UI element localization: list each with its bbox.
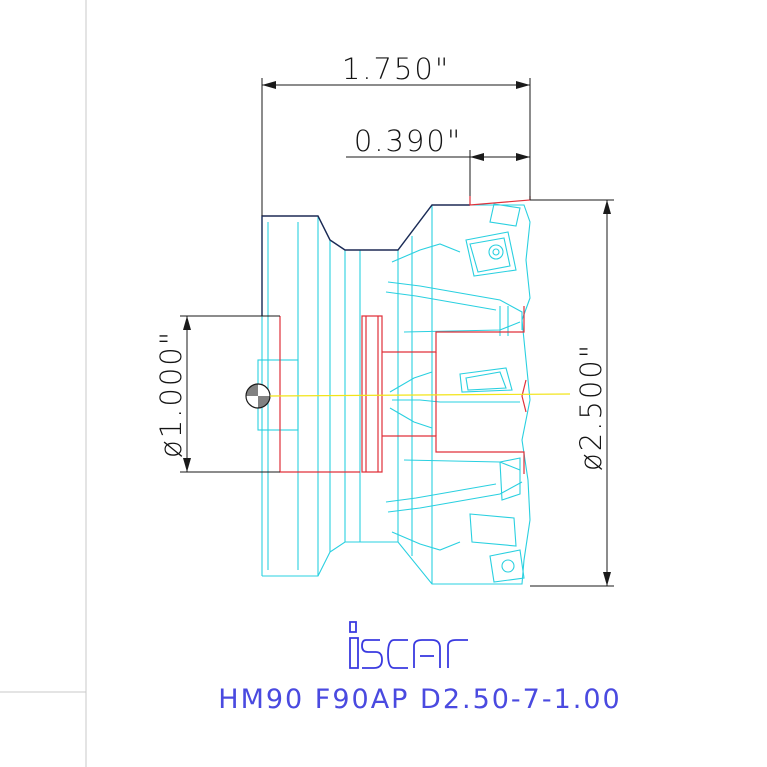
dim-overall-length: 1.750" [342,52,450,86]
inserts [459,203,525,583]
insert-2 [459,367,513,393]
insert-4 [469,513,517,547]
dim-bore-diameter: ø1.000" [154,330,188,458]
dim-cutting-diameter: ø2.500" [574,343,608,471]
flute-1 [387,281,523,330]
body-top-outline [262,204,470,251]
bore-step-top [382,306,525,353]
outer-edge-top [261,204,470,316]
iscar-logo [349,621,468,669]
center-axis-line [269,393,571,397]
insert-3 [499,457,521,501]
bore-step-bottom [382,435,525,474]
center-mark [245,383,271,409]
insert-tip-outline [469,196,531,206]
bore-outline-left [279,316,360,473]
dim-insert-offset: 0.390" [354,124,462,158]
bore-section [279,196,531,474]
part-number: HM90 F90AP D2.50-7-1.00 [218,684,621,715]
cutting-edge-profile [470,204,531,585]
dimension-lines [180,78,614,587]
body-bottom-outline [262,541,470,585]
bore-groove [361,315,383,473]
insert-1 [465,231,517,277]
